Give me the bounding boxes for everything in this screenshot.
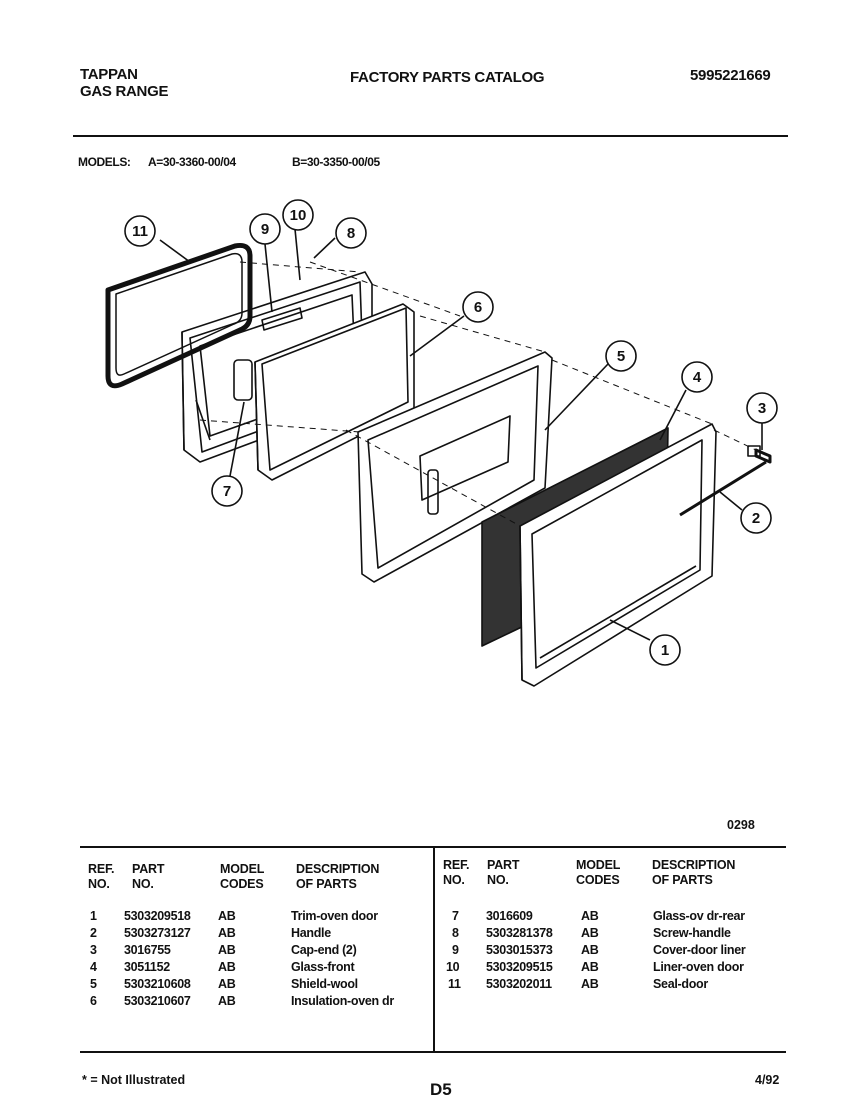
svg-text:8: 8 bbox=[347, 225, 355, 242]
callout-4: 4 bbox=[659, 361, 713, 441]
callout-9: 9 bbox=[249, 213, 281, 313]
callout-10: 10 bbox=[282, 199, 314, 281]
svg-text:1: 1 bbox=[661, 642, 669, 659]
models-label: MODELS: bbox=[78, 155, 131, 169]
svg-text:5: 5 bbox=[617, 348, 625, 365]
callouts: 11 9 10 8 6 5 4 3 2 1 7 bbox=[124, 199, 778, 666]
svg-text:3: 3 bbox=[758, 400, 766, 417]
footnote: * = Not Illustrated bbox=[82, 1073, 186, 1087]
catalog-title: FACTORY PARTS CATALOG bbox=[350, 69, 545, 86]
svg-text:9: 9 bbox=[261, 221, 269, 238]
table-divider bbox=[433, 846, 435, 1052]
svg-text:6: 6 bbox=[474, 299, 482, 316]
svg-text:10: 10 bbox=[290, 207, 307, 224]
callout-6: 6 bbox=[409, 291, 494, 357]
callout-5: 5 bbox=[544, 340, 637, 431]
exploded-parts-diagram: 11 9 10 8 6 5 4 3 2 1 7 bbox=[105, 199, 778, 687]
seal-door-part bbox=[105, 243, 253, 389]
trim-oven-door-part bbox=[519, 423, 717, 687]
brand: TAPPAN bbox=[80, 66, 138, 83]
header-rule bbox=[73, 135, 788, 137]
model-a: A=30-3360-00/04 bbox=[148, 155, 236, 169]
page-number: D5 bbox=[430, 1080, 452, 1099]
callout-7: 7 bbox=[211, 401, 245, 507]
table-bottom-rule bbox=[80, 1051, 786, 1053]
product-name: GAS RANGE bbox=[80, 83, 169, 100]
insulation-oven-door-part bbox=[254, 303, 415, 481]
catalog-number: 5995221669 bbox=[690, 67, 771, 84]
svg-text:7: 7 bbox=[223, 483, 231, 500]
shield-wool-part bbox=[357, 351, 553, 583]
callout-11: 11 bbox=[124, 215, 191, 263]
svg-text:11: 11 bbox=[132, 223, 148, 240]
handle-part bbox=[679, 445, 772, 517]
header-ref-left: REF.NO. bbox=[88, 862, 115, 891]
diagram-code: 0298 bbox=[727, 818, 755, 832]
revision-date: 4/92 bbox=[755, 1073, 780, 1087]
callout-3: 3 bbox=[746, 392, 778, 450]
callout-8: 8 bbox=[313, 217, 367, 259]
rear-glass-part bbox=[233, 359, 253, 401]
header-ref-right: REF.NO. bbox=[443, 858, 470, 887]
callout-1: 1 bbox=[609, 619, 681, 666]
svg-text:2: 2 bbox=[752, 510, 760, 527]
svg-text:4: 4 bbox=[693, 369, 702, 386]
callout-2: 2 bbox=[719, 491, 772, 534]
model-b: B=30-3350-00/05 bbox=[292, 155, 380, 169]
